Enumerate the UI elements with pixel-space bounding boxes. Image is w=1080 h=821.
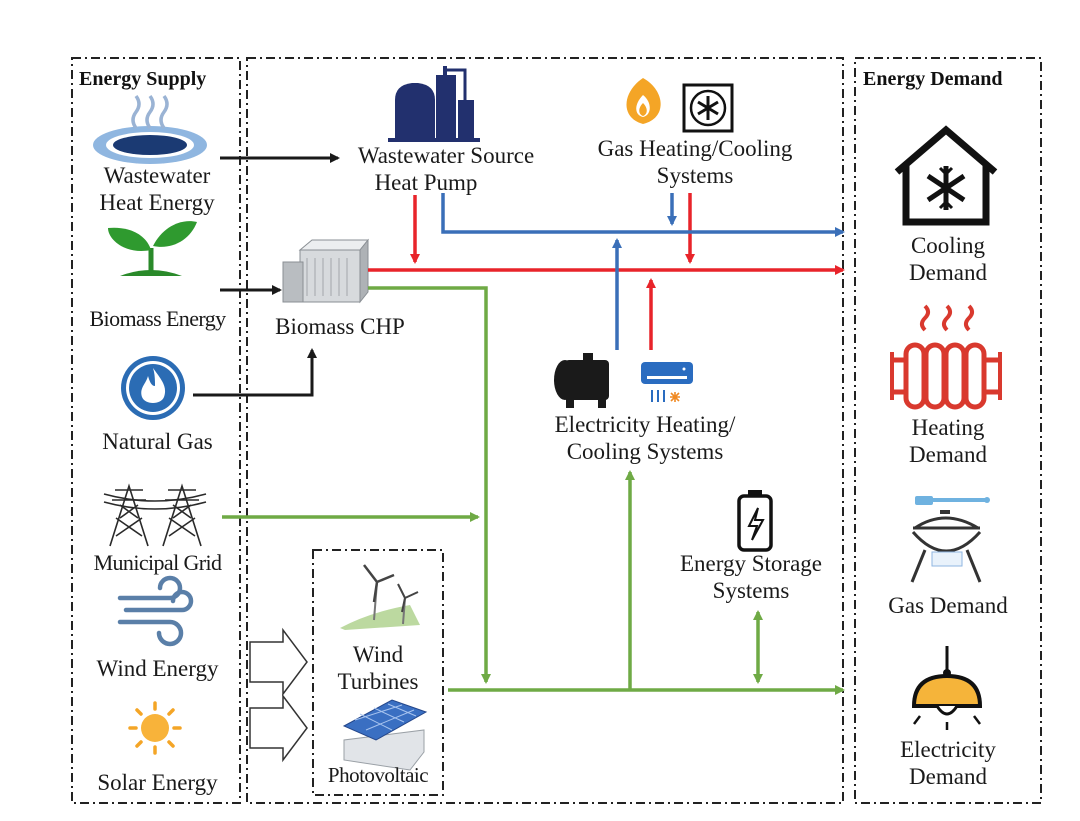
- gas-demand-label: Gas Demand: [888, 593, 1008, 618]
- wastewater-heat-icon: [93, 94, 207, 164]
- renewables-box: [312, 549, 444, 796]
- sprout-icon: [108, 221, 197, 276]
- biomass-chp-icon: [282, 238, 370, 304]
- cooling-bus-line: [441, 193, 845, 237]
- photovoltaic-label: Photovoltaic: [327, 763, 429, 787]
- solar-energy-label: Solar Energy: [97, 770, 218, 795]
- transmission-tower-icon: [103, 483, 207, 547]
- cooling-unit-icon: [682, 83, 734, 133]
- demand-panel: [854, 57, 1042, 804]
- energy-supply-header: Energy Supply: [79, 68, 207, 90]
- gas-grill-icon: [910, 496, 990, 583]
- cooling-demand-icon: [894, 125, 998, 226]
- heat-pump-plant-icon: [388, 66, 480, 142]
- biomass-chp-label: Biomass CHP: [275, 314, 405, 339]
- energy-demand-header: Energy Demand: [863, 68, 1003, 90]
- lamp-icon: [911, 646, 983, 730]
- electric-boiler-icon: [554, 353, 609, 408]
- electric-heating-cooling-label: Electricity Heating/Cooling Systems: [554, 412, 736, 464]
- natural-gas-icon: [121, 356, 185, 420]
- wind-energy-label: Wind Energy: [96, 656, 219, 681]
- radiator-icon: [890, 304, 1002, 410]
- wind-turbines-icon: [340, 564, 420, 630]
- sun-icon: [128, 701, 182, 755]
- air-conditioner-icon: [641, 362, 693, 402]
- renewable-input-arrows: [249, 627, 308, 763]
- battery-icon: [737, 490, 773, 552]
- supply-panel: [71, 57, 241, 804]
- conversion-panel: [246, 57, 844, 804]
- wind-icon: [117, 575, 194, 647]
- chp-electricity-line: [368, 286, 491, 684]
- natural-gas-label: Natural Gas: [102, 429, 213, 454]
- biomass-energy-label: Biomass Energy: [89, 306, 226, 331]
- gas-flame-icon: [626, 78, 661, 124]
- municipal-grid-label: Municipal Grid: [93, 550, 222, 575]
- solar-panel-building-icon: [342, 699, 428, 771]
- gas-to-chp-arrow: [193, 348, 317, 397]
